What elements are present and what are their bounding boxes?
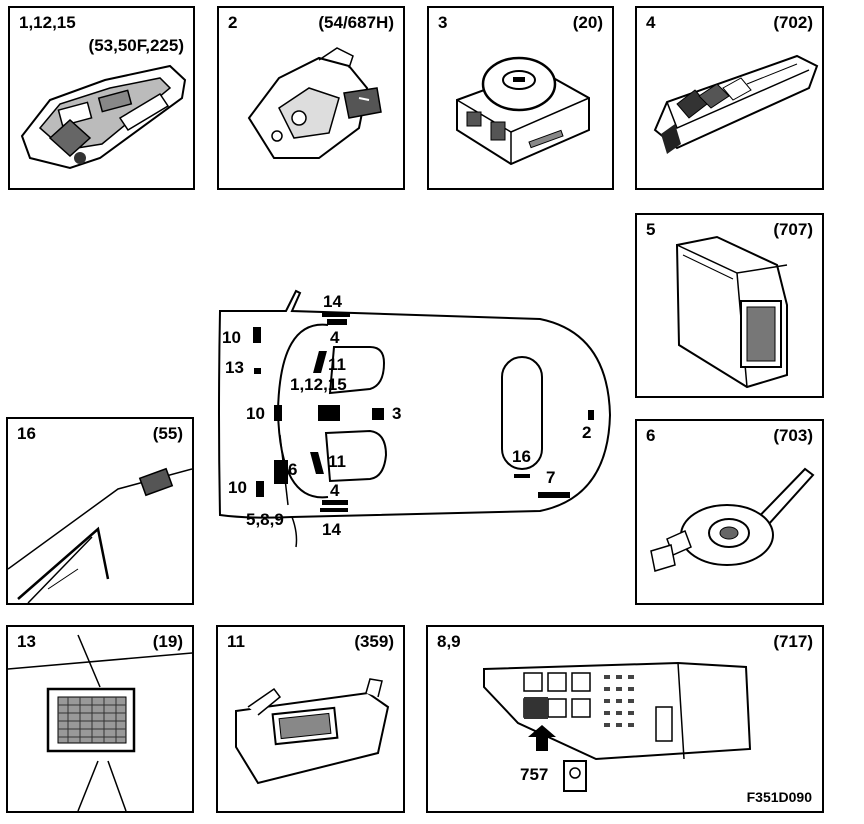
label-2: 2 [582,423,592,442]
window-switch-illustration [653,54,819,154]
panel-number: 1,12,15 [19,13,76,32]
mark-14-top [322,313,350,317]
panel-number: 11 [227,632,245,651]
lock-mechanism-illustration [247,47,382,159]
panel-number: 13 [17,632,36,651]
control-module-illustration [675,235,788,389]
panel-code: (19) [152,632,183,651]
panel-overhead-console: 1,12,15 (53,50F,225) [8,6,195,190]
panel-ignition-switch: 3 (20) [427,6,614,190]
panel-control-module: 5 (707) [635,213,824,398]
stalk-switch-illustration [650,467,815,572]
mark-4-top [327,319,347,325]
label-13: 13 [225,358,244,377]
mark-14-bot [320,508,348,512]
label-4-top: 4 [330,328,340,347]
panel-code: (707) [773,220,813,239]
fuse-arrow-label: 757 [520,765,549,784]
figure-code: F351D090 [746,789,812,805]
panel-number: 4 [646,13,656,32]
panel-code: (703) [773,426,813,445]
label-5-8-9: 5,8,9 [246,510,284,529]
panel-reading-light: 13 (19) [6,625,194,813]
label-14-bot: 14 [322,520,341,539]
label-14-top: 14 [323,292,342,311]
mark-4-bot [322,500,348,505]
label-6: 6 [288,460,298,479]
panel-rear-light: 16 (55) [6,417,194,605]
label-10a: 10 [222,328,241,347]
sun-visor-illustration [235,678,390,785]
label-11b: 11 [328,452,346,471]
panel-tailgate-lock: 2 (54/687H) [217,6,405,190]
label-4-bot: 4 [330,481,340,500]
mark-10c [256,481,264,497]
panel-sun-visor: 11 (359) [216,625,405,813]
reading-light-illustration [8,634,192,811]
mark-10b [274,405,282,421]
panel-window-switch: 4 (702) [635,6,824,190]
ignition-unit-illustration [456,56,590,166]
mark-7 [538,492,570,498]
panel-number: 3 [438,13,448,32]
mark-13 [254,368,261,374]
mark-2 [588,410,594,420]
panel-code: (717) [773,632,813,651]
label-3: 3 [392,404,402,423]
panel-code: (702) [773,13,813,32]
panel-number: 8,9 [437,632,461,651]
label-10c: 10 [228,478,247,497]
fuse-box-illustration [483,661,752,792]
panel-stalk-switch: 6 (703) [635,419,824,605]
mark-10a [253,327,261,343]
label-10b: 10 [246,404,265,423]
panel-number: 2 [228,13,238,32]
panel-number: 6 [646,426,656,445]
panel-number: 5 [646,220,656,239]
panel-code: (359) [354,632,394,651]
panel-fuse-box: 8,9 (717) 757 F351D090 [426,625,824,813]
label-16: 16 [512,447,531,466]
mark-1-12-15 [318,405,340,421]
mark-6 [274,460,288,484]
rear-light-illustration [8,467,192,603]
panel-code: (53,50F,225) [88,36,184,55]
overhead-console-illustration [20,64,187,170]
mark-3 [372,408,384,420]
mark-16 [514,474,530,478]
label-1-12-15: 1,12,15 [290,375,347,394]
panel-code: (55) [152,424,183,443]
label-11a: 11 [328,355,346,374]
label-7: 7 [546,468,556,487]
panel-number: 16 [17,424,36,443]
panel-code: (54/687H) [318,13,394,32]
panel-code: (20) [572,13,603,32]
